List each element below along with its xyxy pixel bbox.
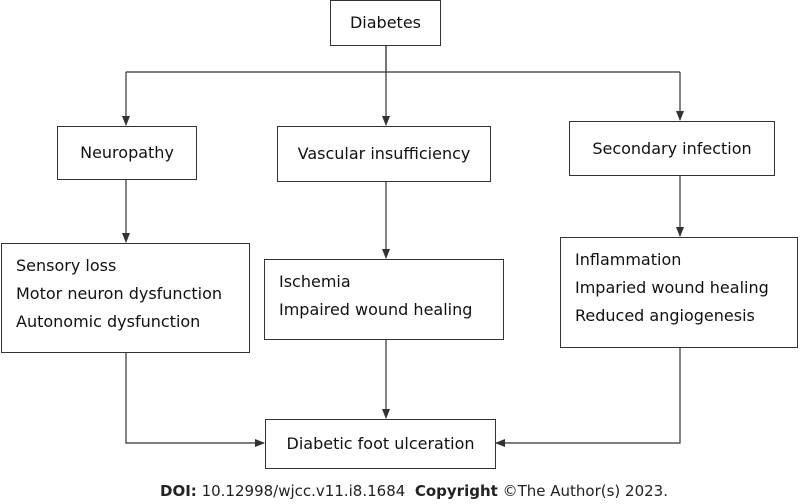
copyright-text: ©The Author(s) 2023. [502,482,668,500]
effect-motor-neuron-dysfunction: Motor neuron dysfunction [16,284,223,303]
effect-sensory-loss: Sensory loss [16,256,117,275]
effect-inflammation: Inflammation [575,250,682,269]
copyright-label: Copyright [414,482,498,500]
diabetic-foot-ulceration-label: Diabetic foot ulceration [286,434,475,453]
arrow-infection-effects-to-outcome [495,348,681,447]
neuropathy-node: Neuropathy [57,126,197,180]
effect-ischemia: Ischemia [279,272,351,291]
citation-footer: DOI: 10.12998/wjcc.v11.i8.1684 Copyright… [160,478,800,504]
neuropathy-effects-box: Sensory loss Motor neuron dysfunction Au… [1,243,250,353]
secondary-infection-node-label: Secondary infection [592,138,752,158]
vascular-effects-box: Ischemia Impaired wound healing [264,259,504,340]
infection-effects-box: Inflammation Imparied wound healing Redu… [560,237,798,348]
diabetes-node-label: Diabetes [349,13,422,32]
effect-imparied-wound-healing: Imparied wound healing [575,278,769,297]
effect-reduced-angiogenesis: Reduced angiogenesis [575,306,755,325]
neuropathy-node-label: Neuropathy [80,143,174,162]
vascular-insufficiency-node-label: Vascular insufficiency [297,144,471,163]
vascular-insufficiency-node: Vascular insufficiency [277,126,491,182]
diabetes-node: Diabetes [330,0,441,46]
secondary-infection-node: Secondary infection [569,121,775,176]
doi-value: 10.12998/wjcc.v11.i8.1684 [201,482,406,500]
effect-autonomic-dysfunction: Autonomic dysfunction [16,312,201,331]
diabetic-foot-ulceration-node: Diabetic foot ulceration [265,419,496,469]
doi-label: DOI: [160,482,197,500]
arrow-neuropathy-effects-to-outcome [125,353,265,447]
effect-impaired-wound-healing: Impaired wound healing [279,300,473,319]
